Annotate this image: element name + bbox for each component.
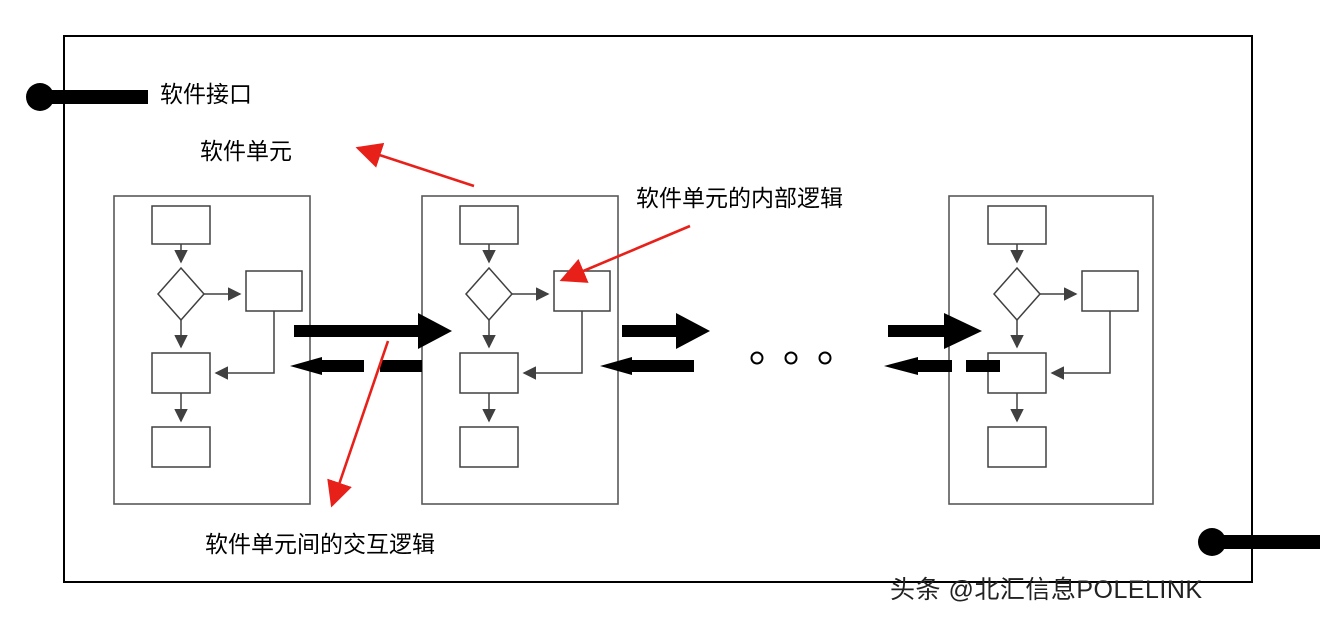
system-boundary bbox=[63, 35, 1253, 583]
label-interaction-logic: 软件单元间的交互逻辑 bbox=[205, 531, 435, 557]
label-internal-logic: 软件单元的内部逻辑 bbox=[636, 185, 843, 211]
watermark: 头条 @北汇信息POLELINK bbox=[890, 576, 1203, 604]
annotation-arrow-interaction-logic bbox=[327, 340, 390, 508]
connector-backward-3 bbox=[884, 357, 1000, 375]
ellipsis-dots bbox=[750, 351, 832, 365]
label-software-unit: 软件单元 bbox=[200, 138, 292, 164]
connector-forward-1 bbox=[294, 313, 452, 349]
label-software-interface: 软件接口 bbox=[160, 81, 252, 107]
connector-backward-2 bbox=[600, 357, 694, 375]
annotation-arrow-internal-logic bbox=[559, 224, 691, 283]
annotation-arrow-software-unit bbox=[355, 142, 475, 188]
connector-forward-2 bbox=[622, 313, 710, 349]
unit-3 bbox=[948, 195, 1154, 505]
interface-bottom-right bbox=[1198, 528, 1320, 556]
unit-2 bbox=[421, 195, 619, 505]
unit-1 bbox=[113, 195, 311, 505]
interface-top-left bbox=[26, 83, 148, 111]
connector-backward-1 bbox=[290, 357, 422, 375]
connector-forward-3 bbox=[888, 313, 982, 349]
